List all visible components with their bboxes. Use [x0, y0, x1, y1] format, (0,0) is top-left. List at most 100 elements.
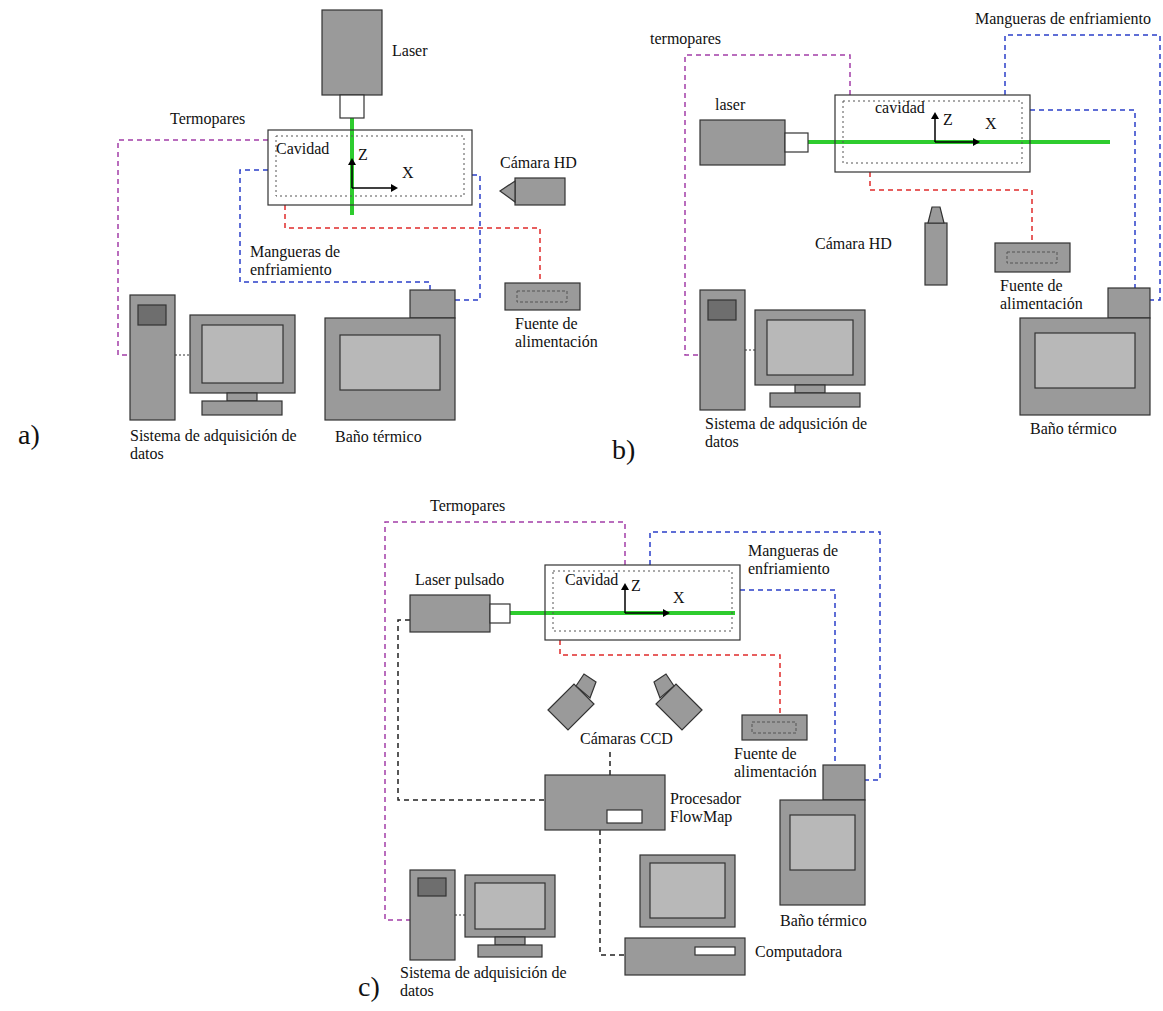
- pulsed-laser-icon: [410, 595, 510, 632]
- node-label: Sistema de adquisición de datos: [400, 964, 570, 999]
- axis-label: Z: [943, 111, 953, 129]
- node-label: Baño térmico: [1030, 420, 1117, 438]
- shape: [928, 207, 944, 223]
- shape: [545, 775, 665, 830]
- node-label: Fuente de alimentación: [734, 745, 834, 780]
- data-acquisition: Sistema de adqusición de datos: [700, 290, 880, 410]
- shape: [340, 95, 364, 118]
- axis-label: Z: [358, 146, 368, 164]
- node-label: Laser pulsado: [415, 571, 504, 589]
- pulsed-laser: Laser pulsado: [410, 595, 510, 632]
- laser-icon: [322, 10, 382, 118]
- laser-icon: [700, 120, 808, 165]
- axis-head: [391, 184, 398, 192]
- x-axis: [625, 612, 664, 614]
- dashed-line: [870, 172, 1032, 243]
- axis-label: X: [673, 589, 685, 607]
- shape: [340, 335, 440, 390]
- shape: [130, 295, 175, 420]
- power-supply: Fuente de alimentación: [742, 715, 807, 740]
- node-label: Cámaras CCD: [580, 730, 673, 748]
- shape: [823, 765, 865, 800]
- shape: [478, 945, 542, 957]
- shape: [418, 878, 446, 896]
- shape: [576, 674, 596, 698]
- shape: [835, 95, 1030, 172]
- camera-icon: [500, 178, 565, 205]
- data-acquisition-icon: [410, 870, 555, 960]
- data-acquisition-icon: [130, 295, 295, 420]
- line-label: Mangueras de enfriamiento: [748, 542, 868, 577]
- thermal-bath-icon: [1020, 288, 1150, 415]
- line-label: Termopares: [430, 497, 505, 515]
- shape: [640, 855, 735, 927]
- shape: [553, 571, 732, 631]
- node-label: Baño térmico: [335, 428, 422, 446]
- shape: [1007, 252, 1057, 263]
- shape: [780, 800, 865, 905]
- shape: [767, 320, 853, 375]
- cable: [175, 355, 190, 356]
- axis-head: [663, 609, 670, 617]
- shape: [410, 870, 455, 960]
- shape: [227, 393, 257, 401]
- shape: [465, 875, 555, 937]
- axis-head: [348, 158, 356, 165]
- node-label: Fuente de alimentación: [1000, 277, 1100, 312]
- shape: [517, 291, 567, 302]
- dashed-line: [650, 532, 880, 780]
- thermal-bath: Baño térmico: [1020, 288, 1150, 415]
- shape: [700, 120, 785, 165]
- laser: Laser: [322, 10, 382, 118]
- axis-label: X: [985, 115, 997, 133]
- dashed-line: [455, 175, 480, 300]
- line-label: Mangueras de enfriamiento: [250, 243, 410, 278]
- shape: [268, 130, 472, 205]
- computer: Computadora: [625, 855, 745, 975]
- shape: [700, 290, 745, 410]
- shape: [545, 565, 740, 640]
- axis-label: X: [402, 164, 414, 182]
- dashed-line: [740, 590, 835, 765]
- thermal-bath: Baño térmico: [325, 290, 455, 420]
- shape: [475, 883, 545, 929]
- node-label: Sistema de adquisición de datos: [130, 427, 300, 462]
- shape: [490, 604, 510, 623]
- shape: [410, 595, 490, 632]
- laser-beam: [350, 130, 354, 215]
- shape: [995, 243, 1070, 272]
- shape: [654, 674, 674, 698]
- shape: [752, 722, 796, 733]
- axis-head: [621, 583, 629, 590]
- axis-head: [931, 112, 939, 119]
- shape: [708, 300, 736, 320]
- z-axis: [351, 164, 353, 188]
- shape: [925, 223, 947, 285]
- shape: [325, 318, 455, 420]
- laser: laser: [700, 120, 808, 165]
- shape: [322, 10, 382, 95]
- cavity: CavidadZX: [268, 130, 472, 205]
- line-label: Termopares: [170, 110, 245, 128]
- node-label: Laser: [392, 42, 428, 60]
- shape: [138, 305, 166, 325]
- line-label: Mangueras de enfriamiento: [975, 10, 1151, 28]
- dashed-line: [600, 830, 625, 955]
- power-supply-icon: [995, 243, 1070, 272]
- camera: Cámara HD: [925, 205, 947, 285]
- power-supply-icon: [505, 283, 580, 310]
- laser-beam: [545, 611, 735, 615]
- thermal-bath: Baño térmico: [780, 765, 865, 905]
- shape: [1108, 288, 1150, 318]
- shape: [190, 315, 295, 393]
- camera-icon: [925, 205, 947, 285]
- x-axis: [352, 187, 392, 189]
- cavity-icon: [835, 95, 1030, 172]
- shape: [1020, 318, 1150, 415]
- node-label: Cámara HD: [815, 235, 892, 253]
- z-axis: [624, 589, 626, 613]
- power-supply-icon: [742, 715, 807, 740]
- node-label: Sistema de adqusición de datos: [705, 415, 875, 450]
